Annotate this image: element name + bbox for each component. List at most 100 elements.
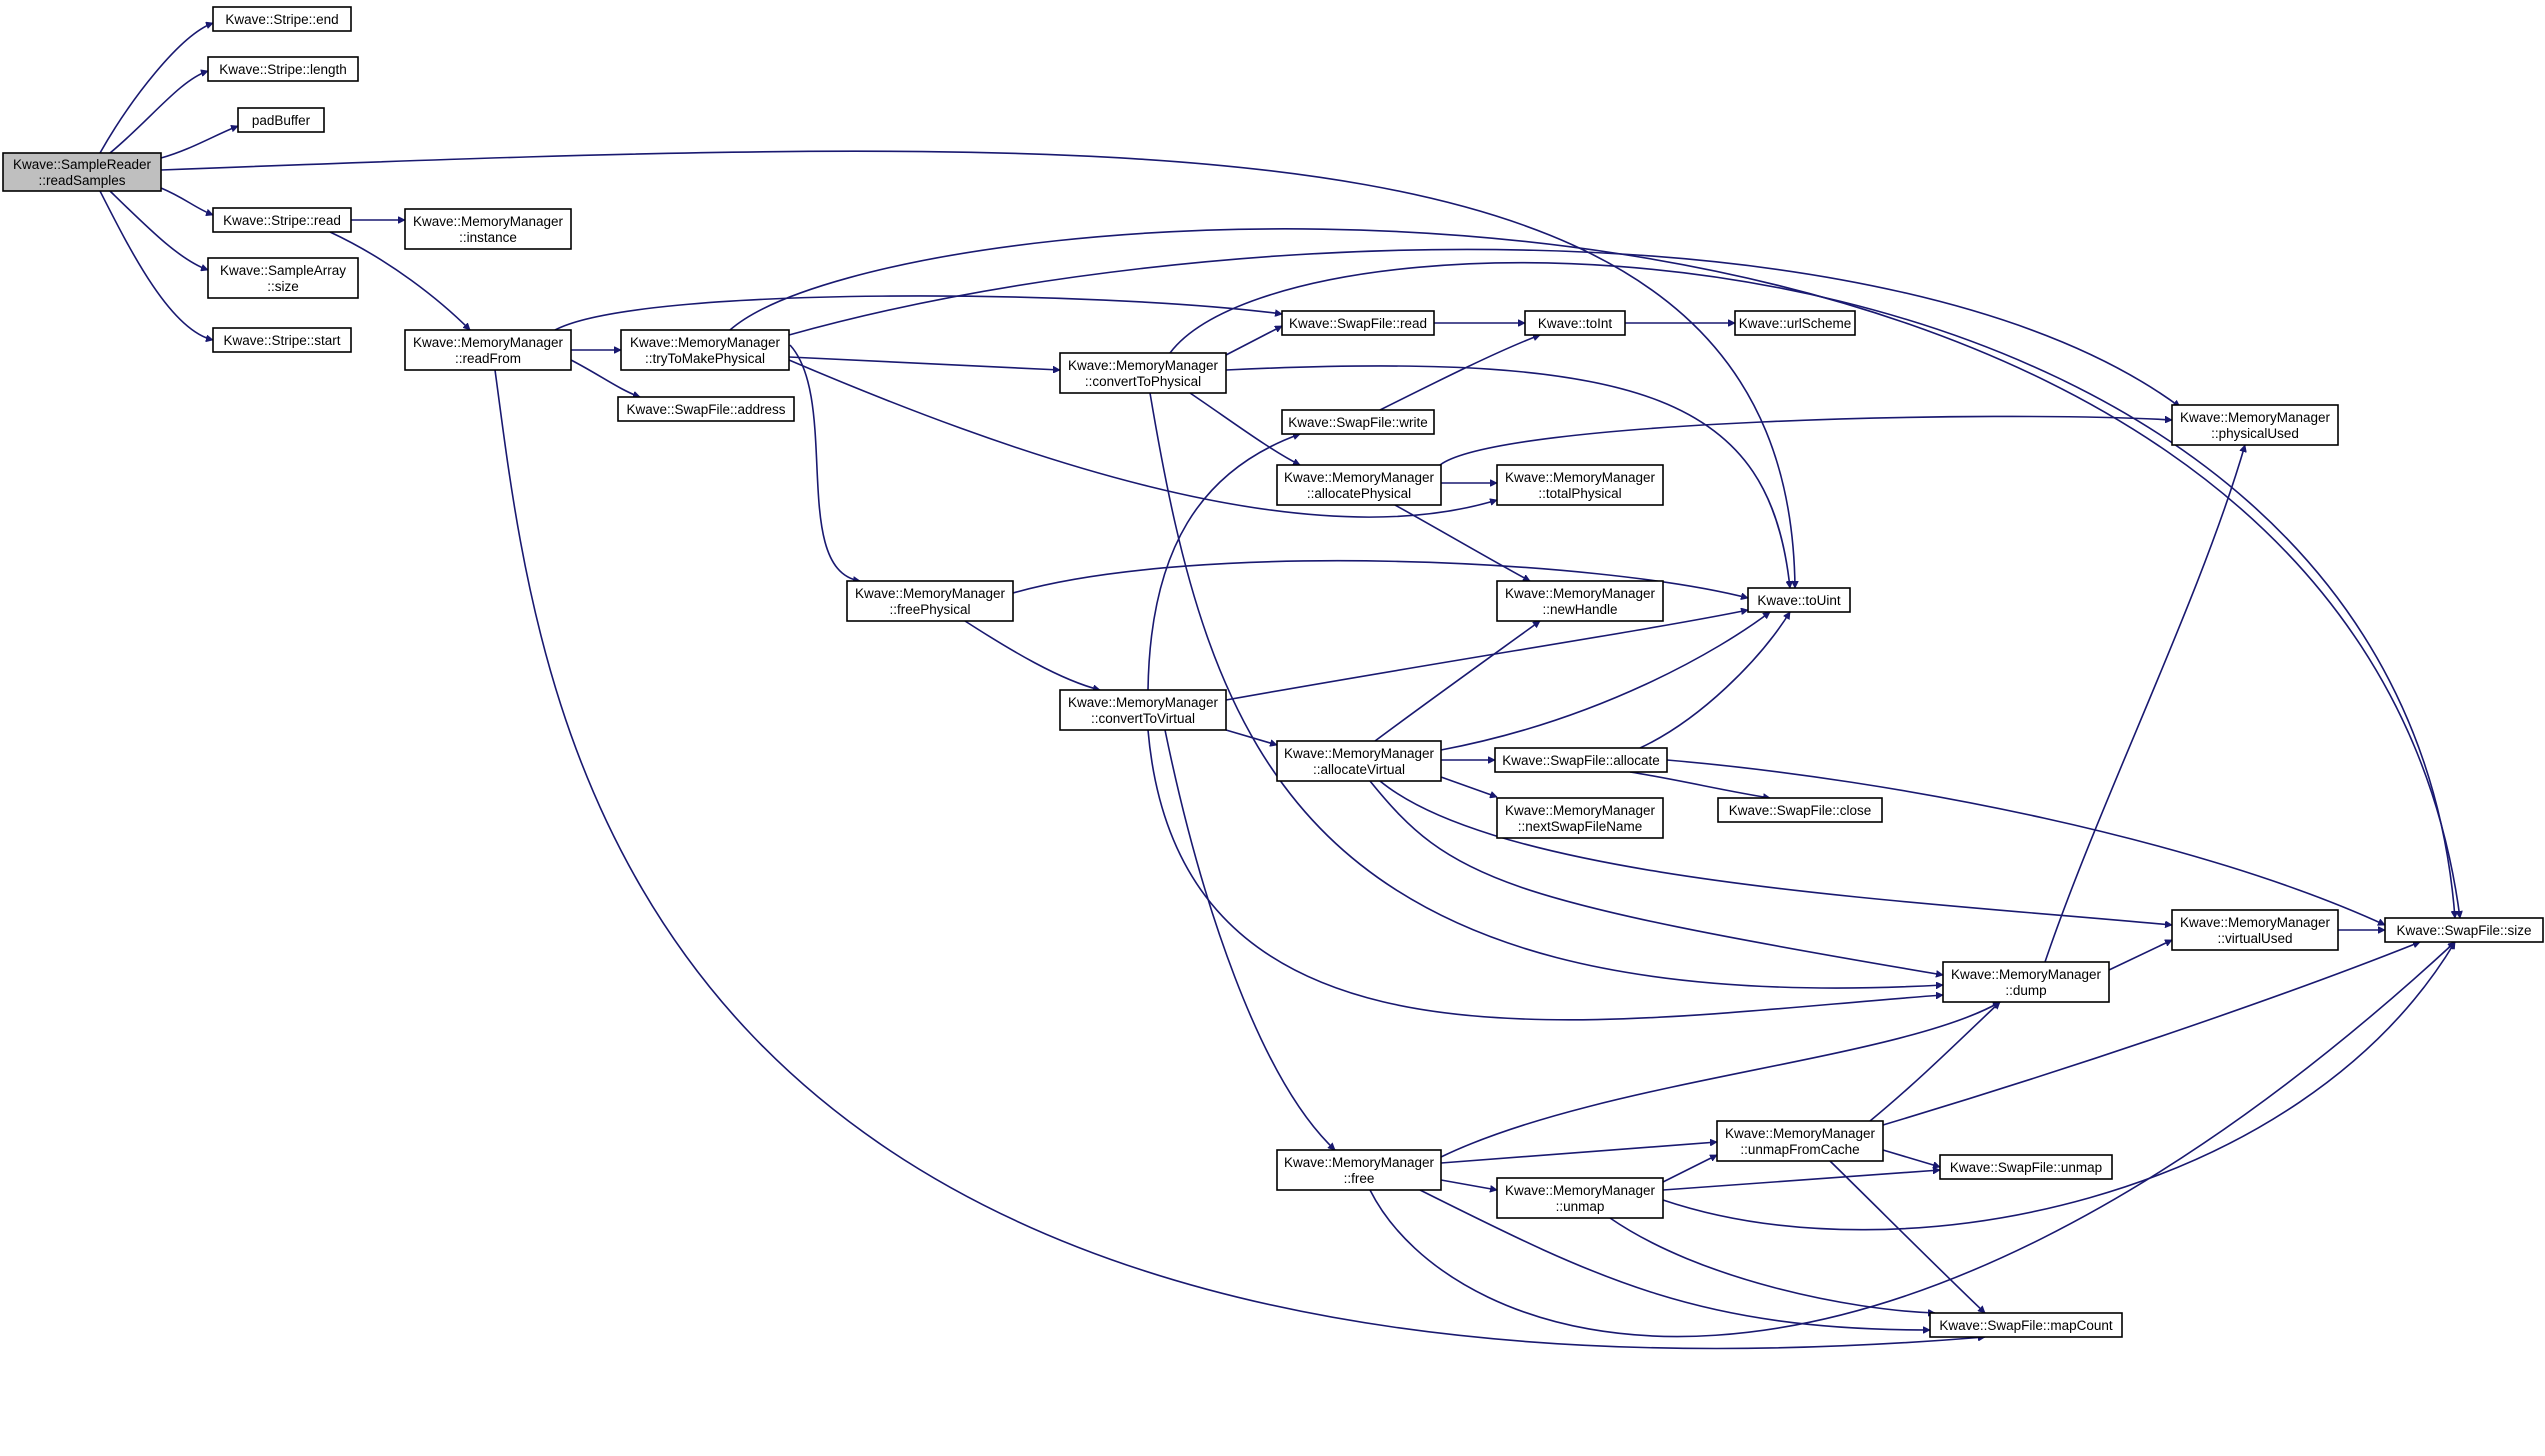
node-box[interactable]	[207, 257, 359, 299]
node-box[interactable]	[846, 580, 1014, 622]
edge-convertToVirtual-to-toUint	[1225, 610, 1748, 701]
node-label-line: padBuffer	[252, 113, 311, 128]
node-box[interactable]	[212, 207, 352, 233]
node-box[interactable]	[207, 56, 359, 82]
node-box[interactable]	[212, 6, 352, 32]
node-box[interactable]	[617, 396, 795, 422]
edge-readSamples-to-stripeRead	[160, 187, 213, 215]
node-physicalUsed[interactable]: Kwave::MemoryManager::physicalUsed	[2171, 404, 2339, 446]
node-mmFree[interactable]: Kwave::MemoryManager::free	[1276, 1149, 1442, 1191]
node-box[interactable]	[1281, 310, 1435, 336]
node-readFrom[interactable]: Kwave::MemoryManager::readFrom	[404, 329, 572, 371]
node-box[interactable]	[1276, 464, 1442, 506]
edge-unmapFromCache-to-dump	[1869, 1001, 2000, 1122]
node-box[interactable]	[237, 107, 325, 133]
node-padBuffer[interactable]: padBuffer	[237, 107, 325, 133]
node-saSize[interactable]: Kwave::SampleArray::size	[207, 257, 359, 299]
node-box[interactable]	[1524, 310, 1626, 336]
node-sfUnmap[interactable]: Kwave::SwapFile::unmap	[1939, 1154, 2113, 1180]
node-box[interactable]	[2171, 909, 2339, 951]
node-sfRead[interactable]: Kwave::SwapFile::read	[1281, 310, 1435, 336]
edge-readFrom-to-sfRead	[554, 295, 1282, 331]
node-toUint[interactable]: Kwave::toUint	[1747, 587, 1851, 613]
node-label-line: Kwave::MemoryManager	[1068, 695, 1219, 710]
node-stripeRead[interactable]: Kwave::Stripe::read	[212, 207, 352, 233]
edge-convertToPhysical-to-sfSize	[1169, 262, 2455, 918]
node-box[interactable]	[1717, 797, 1883, 823]
node-box[interactable]	[2171, 404, 2339, 446]
node-box[interactable]	[1494, 747, 1668, 773]
node-box[interactable]	[404, 208, 572, 250]
node-box[interactable]	[1276, 740, 1442, 782]
node-sfAllocate[interactable]: Kwave::SwapFile::allocate	[1494, 747, 1668, 773]
node-sfMapCount[interactable]: Kwave::SwapFile::mapCount	[1929, 1312, 2123, 1338]
node-box[interactable]	[1716, 1120, 1884, 1162]
node-label-line: Kwave::MemoryManager	[413, 214, 564, 229]
node-box[interactable]	[1496, 580, 1664, 622]
node-label-line: Kwave::Stripe::end	[225, 12, 338, 27]
node-box[interactable]	[1942, 961, 2110, 1003]
edge-unmapFromCache-to-sfSize	[1882, 942, 2420, 1126]
node-label-line: Kwave::Stripe::length	[219, 62, 347, 77]
node-allocatePhysical[interactable]: Kwave::MemoryManager::allocatePhysical	[1276, 464, 1442, 506]
node-allocateVirtual[interactable]: Kwave::MemoryManager::allocateVirtual	[1276, 740, 1442, 782]
node-stripeStart[interactable]: Kwave::Stripe::start	[212, 327, 352, 353]
node-mmInstance[interactable]: Kwave::MemoryManager::instance	[404, 208, 572, 250]
node-stripeLength[interactable]: Kwave::Stripe::length	[207, 56, 359, 82]
node-box[interactable]	[1734, 310, 1856, 336]
edge-sfAllocate-to-sfSize	[1666, 759, 2385, 926]
node-box[interactable]	[1939, 1154, 2113, 1180]
node-unmapFromCache[interactable]: Kwave::MemoryManager::unmapFromCache	[1716, 1120, 1884, 1162]
node-sfSize[interactable]: Kwave::SwapFile::size	[2384, 917, 2544, 943]
node-virtualUsed[interactable]: Kwave::MemoryManager::virtualUsed	[2171, 909, 2339, 951]
node-label-line: ::virtualUsed	[2217, 931, 2292, 946]
edge-unmapFromCache-to-sfUnmap	[1882, 1149, 1940, 1167]
node-convertToPhysical[interactable]: Kwave::MemoryManager::convertToPhysical	[1059, 352, 1227, 394]
node-tryToMakePhysical[interactable]: Kwave::MemoryManager::tryToMakePhysical	[620, 329, 790, 371]
node-newHandle[interactable]: Kwave::MemoryManager::newHandle	[1496, 580, 1664, 622]
node-sfClose[interactable]: Kwave::SwapFile::close	[1717, 797, 1883, 823]
edge-readSamples-to-saSize	[109, 190, 208, 270]
node-box[interactable]	[212, 327, 352, 353]
node-box[interactable]	[1747, 587, 1851, 613]
node-box[interactable]	[1496, 464, 1664, 506]
node-dump[interactable]: Kwave::MemoryManager::dump	[1942, 961, 2110, 1003]
edge-readSamples-to-toUint	[160, 150, 1795, 588]
edge-convertToVirtual-to-dump	[1147, 729, 1943, 1021]
node-box[interactable]	[1059, 352, 1227, 394]
edge-convertToVirtual-to-allocateVirtual	[1225, 729, 1277, 745]
node-mmUnmap[interactable]: Kwave::MemoryManager::unmap	[1496, 1177, 1664, 1219]
node-box[interactable]	[404, 329, 572, 371]
node-convertToVirtual[interactable]: Kwave::MemoryManager::convertToVirtual	[1059, 689, 1227, 731]
node-sfWrite[interactable]: Kwave::SwapFile::write	[1281, 409, 1435, 435]
edge-tryToMakePhysical-to-freePhysical	[789, 344, 860, 581]
node-sfAddress[interactable]: Kwave::SwapFile::address	[617, 396, 795, 422]
node-label-line: Kwave::MemoryManager	[413, 335, 564, 350]
node-nextSwapFileName[interactable]: Kwave::MemoryManager::nextSwapFileName	[1496, 797, 1664, 839]
edge-mmFree-to-sfMapCount	[1419, 1189, 1930, 1330]
edge-mmFree-to-unmapFromCache	[1440, 1142, 1717, 1164]
edge-readSamples-to-stripeLength	[109, 71, 208, 154]
node-box[interactable]	[1496, 1177, 1664, 1219]
node-urlScheme[interactable]: Kwave::urlScheme	[1734, 310, 1856, 336]
node-label-line: ::totalPhysical	[1538, 486, 1621, 501]
node-box[interactable]	[620, 329, 790, 371]
node-label-line: Kwave::SampleReader	[13, 157, 152, 172]
node-box[interactable]	[2, 152, 162, 192]
node-totalPhysical[interactable]: Kwave::MemoryManager::totalPhysical	[1496, 464, 1664, 506]
node-freePhysical[interactable]: Kwave::MemoryManager::freePhysical	[846, 580, 1014, 622]
node-stripeEnd[interactable]: Kwave::Stripe::end	[212, 6, 352, 32]
node-label-line: Kwave::MemoryManager	[1068, 358, 1219, 373]
node-toInt[interactable]: Kwave::toInt	[1524, 310, 1626, 336]
node-box[interactable]	[1276, 1149, 1442, 1191]
node-label-line: Kwave::SwapFile::unmap	[1950, 1160, 2102, 1175]
node-box[interactable]	[1281, 409, 1435, 435]
node-label-line: Kwave::toInt	[1538, 316, 1613, 331]
node-label-line: ::newHandle	[1542, 602, 1617, 617]
node-box[interactable]	[1929, 1312, 2123, 1338]
node-box[interactable]	[1059, 689, 1227, 731]
node-readSamples[interactable]: Kwave::SampleReader::readSamples	[2, 152, 162, 192]
node-box[interactable]	[2384, 917, 2544, 943]
node-box[interactable]	[1496, 797, 1664, 839]
